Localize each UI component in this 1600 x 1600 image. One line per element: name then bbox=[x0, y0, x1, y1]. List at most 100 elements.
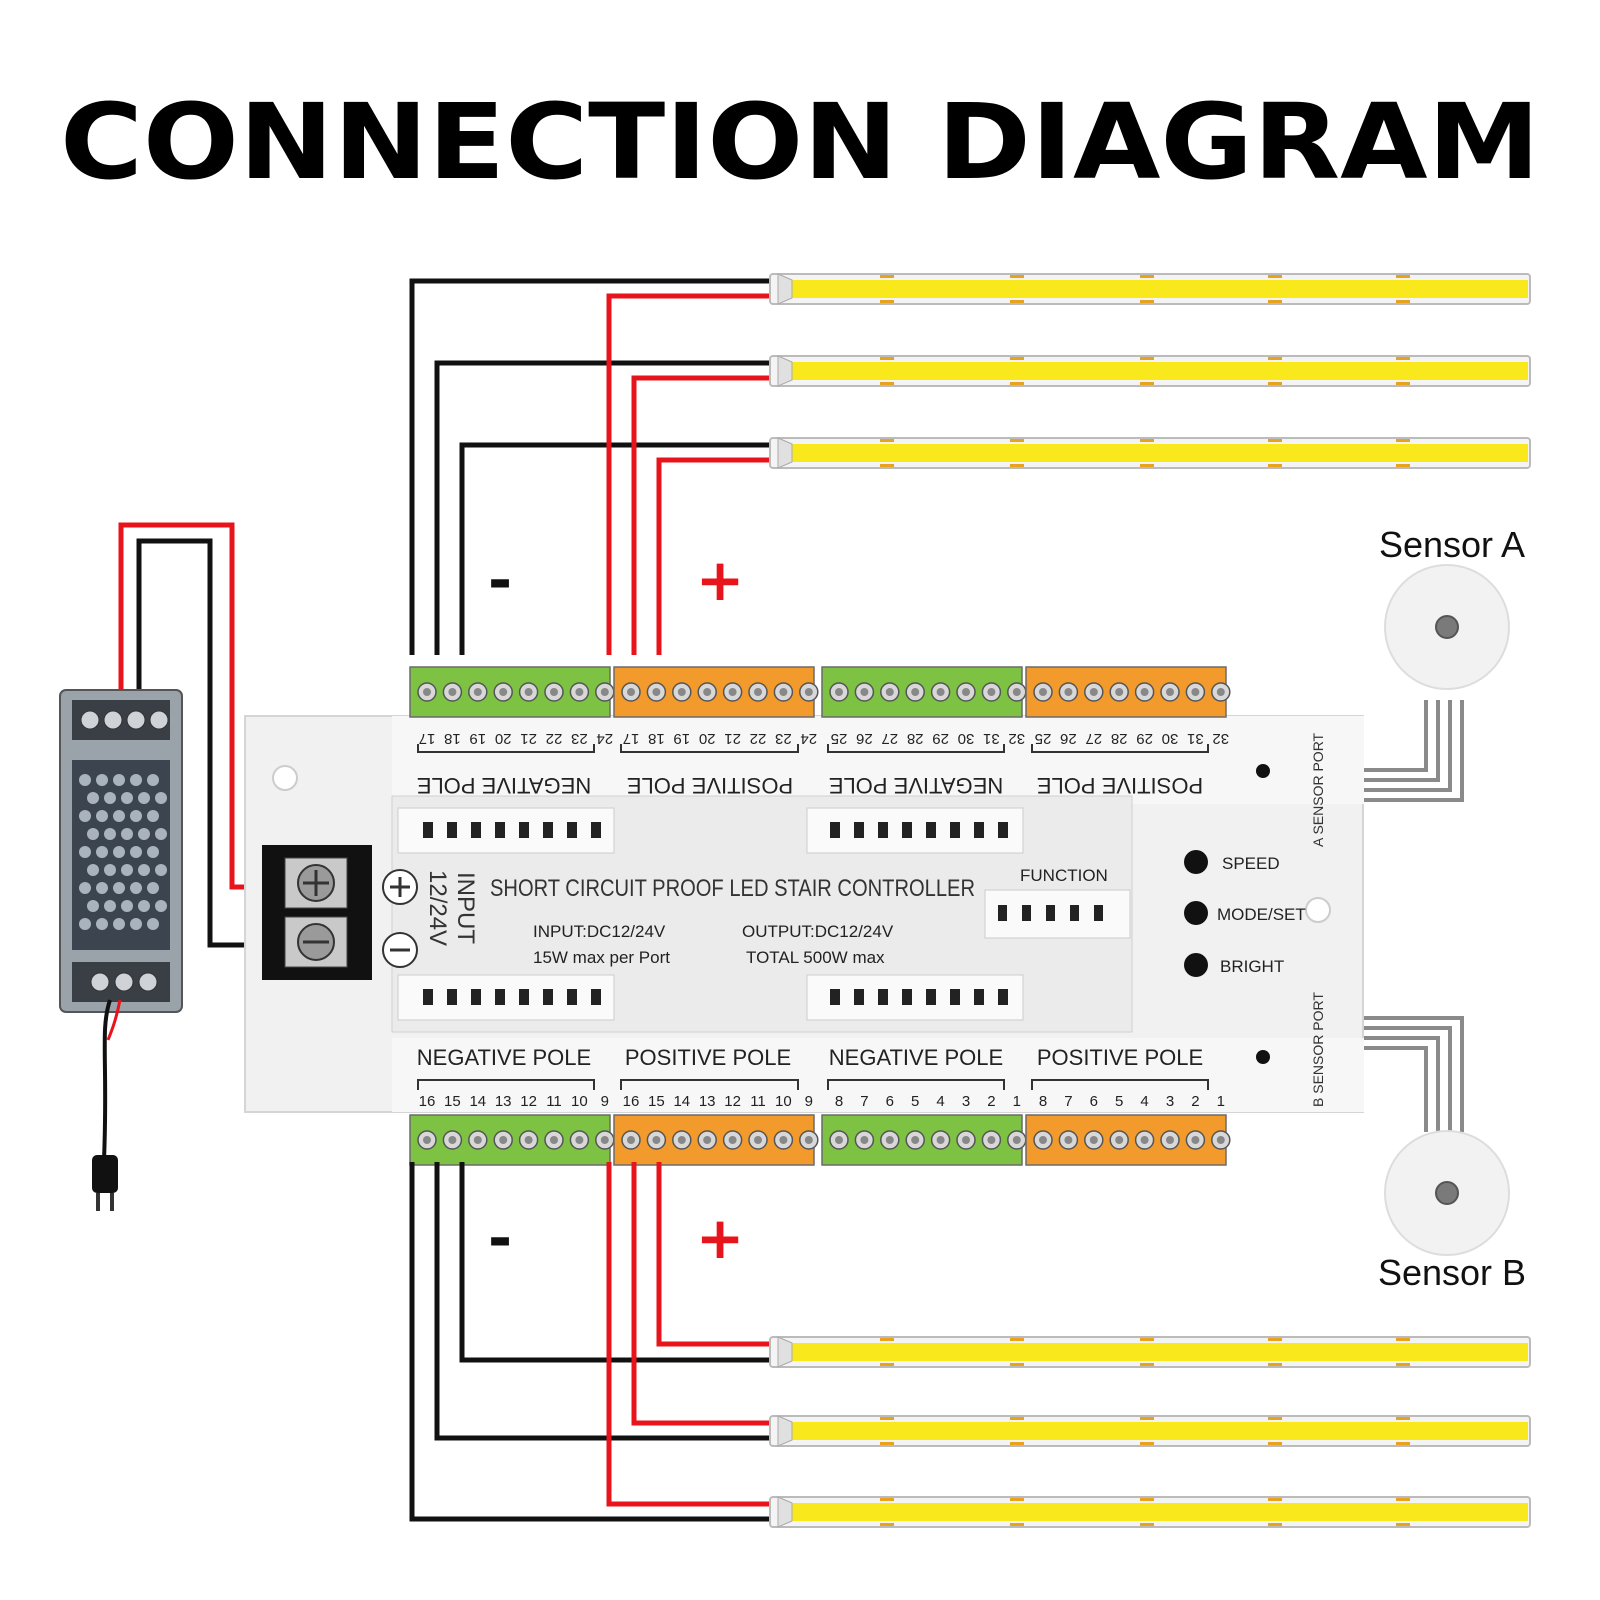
port-number: 12 bbox=[520, 1093, 537, 1110]
bottom-negative-wire-1 bbox=[409, 1162, 778, 1522]
pole-brackets bbox=[417, 744, 1209, 1090]
bottom-positive-wire-2 bbox=[631, 1162, 778, 1426]
terminal-blocks bbox=[409, 666, 1231, 1166]
port-number: 26 bbox=[1060, 730, 1077, 747]
mode-set-button[interactable]: MODE/SET bbox=[1184, 901, 1306, 925]
bottom-terminal-block[interactable] bbox=[409, 1114, 615, 1166]
bottom-positive-wire-3 bbox=[656, 1162, 778, 1347]
top-positive-wire-3 bbox=[656, 457, 778, 655]
port-number: 19 bbox=[673, 730, 690, 747]
sensor-a bbox=[1384, 564, 1510, 690]
port-number: 23 bbox=[571, 730, 588, 747]
port-number: 12 bbox=[724, 1093, 741, 1110]
port-number: 5 bbox=[911, 1093, 919, 1110]
input-terminal[interactable] bbox=[262, 845, 372, 980]
bottom-led-strips bbox=[769, 1336, 1531, 1528]
bottom-terminal-block[interactable] bbox=[613, 1114, 819, 1166]
sensor-b-label: Sensor B bbox=[1378, 1252, 1526, 1293]
top-pole-labels: NEGATIVE POLE POSITIVE POLE NEGATIVE POL… bbox=[417, 773, 1203, 798]
port-number: 2 bbox=[1191, 1093, 1199, 1110]
top-positive-wire-2 bbox=[631, 375, 778, 655]
bottom-pole-label: POSITIVE POLE bbox=[1037, 1045, 1203, 1070]
port-number: 25 bbox=[831, 730, 848, 747]
psu-negative-wire bbox=[136, 538, 262, 948]
port-number: 22 bbox=[546, 730, 563, 747]
top-terminal-block[interactable] bbox=[409, 666, 615, 718]
bottom-terminal-block[interactable] bbox=[1025, 1114, 1231, 1166]
top-terminal-block[interactable] bbox=[613, 666, 819, 718]
top-negative-wire-1 bbox=[409, 278, 778, 655]
bottom-pole-label: NEGATIVE POLE bbox=[829, 1045, 1003, 1070]
top-positive-sign: + bbox=[696, 546, 745, 614]
port-number: 6 bbox=[1090, 1093, 1098, 1110]
power-plug bbox=[92, 999, 122, 1211]
port-number: 3 bbox=[962, 1093, 970, 1110]
power-supply-wires bbox=[118, 522, 262, 948]
port-number: 13 bbox=[495, 1093, 512, 1110]
led-strip-bottom-1 bbox=[769, 1336, 1531, 1368]
port-number: 4 bbox=[1140, 1093, 1148, 1110]
a-sensor-port-label: A SENSOR PORT bbox=[1310, 732, 1326, 847]
port-number: 27 bbox=[1085, 730, 1102, 747]
port-number: 8 bbox=[835, 1093, 843, 1110]
function-label: FUNCTION bbox=[1020, 866, 1108, 885]
bottom-pole-labels: NEGATIVE POLE POSITIVE POLE NEGATIVE POL… bbox=[417, 1045, 1203, 1070]
port-number: 7 bbox=[860, 1093, 868, 1110]
port-number: 9 bbox=[805, 1093, 813, 1110]
indicator-window-top-left bbox=[397, 807, 615, 854]
port-number: 8 bbox=[1039, 1093, 1047, 1110]
bottom-wires bbox=[409, 1162, 778, 1522]
speed-button[interactable]: SPEED bbox=[1184, 850, 1280, 874]
top-terminal-block[interactable] bbox=[1025, 666, 1231, 718]
input-voltage: 12/24V bbox=[424, 870, 451, 946]
bottom-negative-sign: - bbox=[488, 1204, 512, 1272]
port-number: 11 bbox=[546, 1093, 562, 1110]
power-supply bbox=[59, 689, 183, 1013]
sensor-a-label: Sensor A bbox=[1379, 524, 1525, 565]
port-number: 1 bbox=[1217, 1093, 1225, 1110]
port-number: 17 bbox=[419, 730, 436, 747]
output-spec: OUTPUT:DC12/24V bbox=[742, 922, 894, 941]
bright-button[interactable]: BRIGHT bbox=[1184, 953, 1284, 977]
top-terminal-block[interactable] bbox=[821, 666, 1027, 718]
bottom-pole-label: NEGATIVE POLE bbox=[417, 1045, 591, 1070]
port-number: 20 bbox=[495, 730, 512, 747]
port-number: 29 bbox=[932, 730, 949, 747]
led-strip-top-3 bbox=[769, 437, 1531, 469]
bottom-positive-wire-1 bbox=[606, 1162, 778, 1507]
led-strip-top-2 bbox=[769, 355, 1531, 387]
controller-name: SHORT CIRCUIT PROOF LED STAIR CONTROLLER bbox=[490, 875, 975, 902]
psu-positive-wire bbox=[118, 522, 262, 890]
port-number: 4 bbox=[936, 1093, 944, 1110]
indicator-window-bottom-left bbox=[397, 974, 615, 1021]
port-number: 28 bbox=[1111, 730, 1128, 747]
top-negative-wire-2 bbox=[434, 360, 778, 655]
indicator-window-bottom-right bbox=[806, 974, 1024, 1021]
top-negative-wire-3 bbox=[459, 442, 778, 655]
top-led-strips bbox=[769, 273, 1531, 469]
bottom-pole-label: POSITIVE POLE bbox=[625, 1045, 791, 1070]
page-title: CONNECTION DIAGRAM bbox=[60, 81, 1540, 203]
port-number: 32 bbox=[1008, 730, 1025, 747]
port-number: 18 bbox=[648, 730, 665, 747]
port-number: 10 bbox=[571, 1093, 588, 1110]
port-number: 1 bbox=[1013, 1093, 1021, 1110]
port-number: 30 bbox=[1162, 730, 1179, 747]
top-pole-label: POSITIVE POLE bbox=[1037, 773, 1203, 798]
port-number: 6 bbox=[886, 1093, 894, 1110]
top-wires bbox=[409, 278, 778, 655]
input-plus-symbol bbox=[382, 869, 418, 905]
port-number: 9 bbox=[601, 1093, 609, 1110]
bottom-negative-wire-3 bbox=[459, 1162, 778, 1363]
port-number: 26 bbox=[856, 730, 873, 747]
bottom-terminal-block[interactable] bbox=[821, 1114, 1027, 1166]
port-number: 28 bbox=[907, 730, 924, 747]
sensor-wires bbox=[1364, 700, 1464, 1132]
top-negative-sign: - bbox=[488, 546, 512, 614]
port-number: 17 bbox=[623, 730, 640, 747]
port-number: 18 bbox=[444, 730, 461, 747]
port-number: 30 bbox=[958, 730, 975, 747]
port-number: 22 bbox=[750, 730, 767, 747]
